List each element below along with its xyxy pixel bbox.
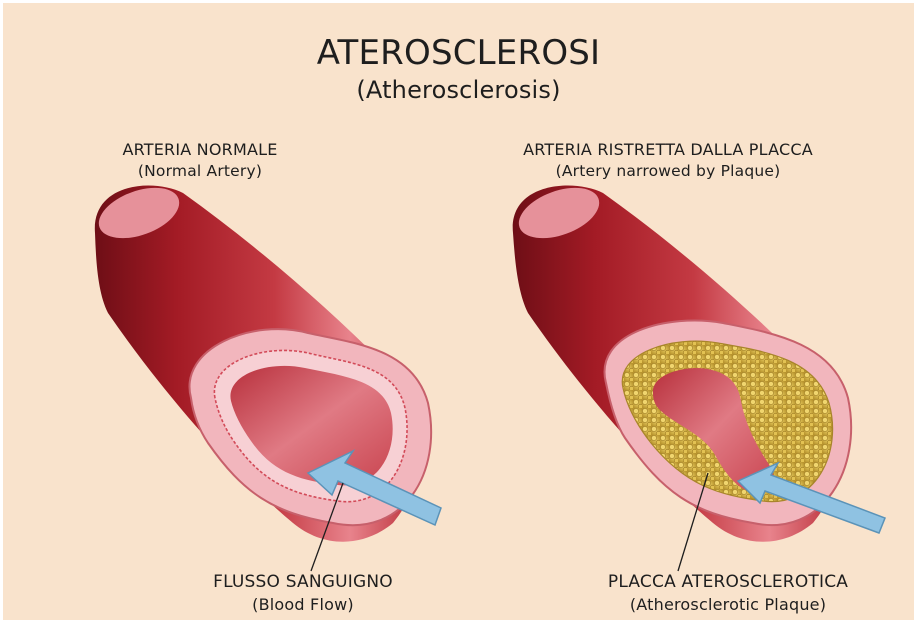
- diagram-subtitle: (Atherosclerosis): [3, 75, 914, 105]
- blood-flow-label: FLUSSO SANGUIGNO: [183, 571, 423, 593]
- diagram-canvas: ATEROSCLEROSI (Atherosclerosis) ARTERIA …: [3, 3, 914, 620]
- narrowed-artery-heading: ARTERIA RISTRETTA DALLA PLACCA: [498, 140, 838, 160]
- normal-artery-heading-en: (Normal Artery): [85, 161, 315, 181]
- narrowed-artery-heading-en: (Artery narrowed by Plaque): [498, 161, 838, 181]
- plaque-label: PLACCA ATEROSCLEROTICA: [588, 571, 868, 593]
- narrowed-artery: [512, 178, 885, 571]
- normal-artery: [92, 178, 441, 571]
- diagram-title: ATEROSCLEROSI: [3, 33, 914, 73]
- normal-artery-heading: ARTERIA NORMALE: [85, 140, 315, 160]
- blood-flow-label-en: (Blood Flow): [183, 594, 423, 616]
- plaque-label-en: (Atherosclerotic Plaque): [588, 594, 868, 616]
